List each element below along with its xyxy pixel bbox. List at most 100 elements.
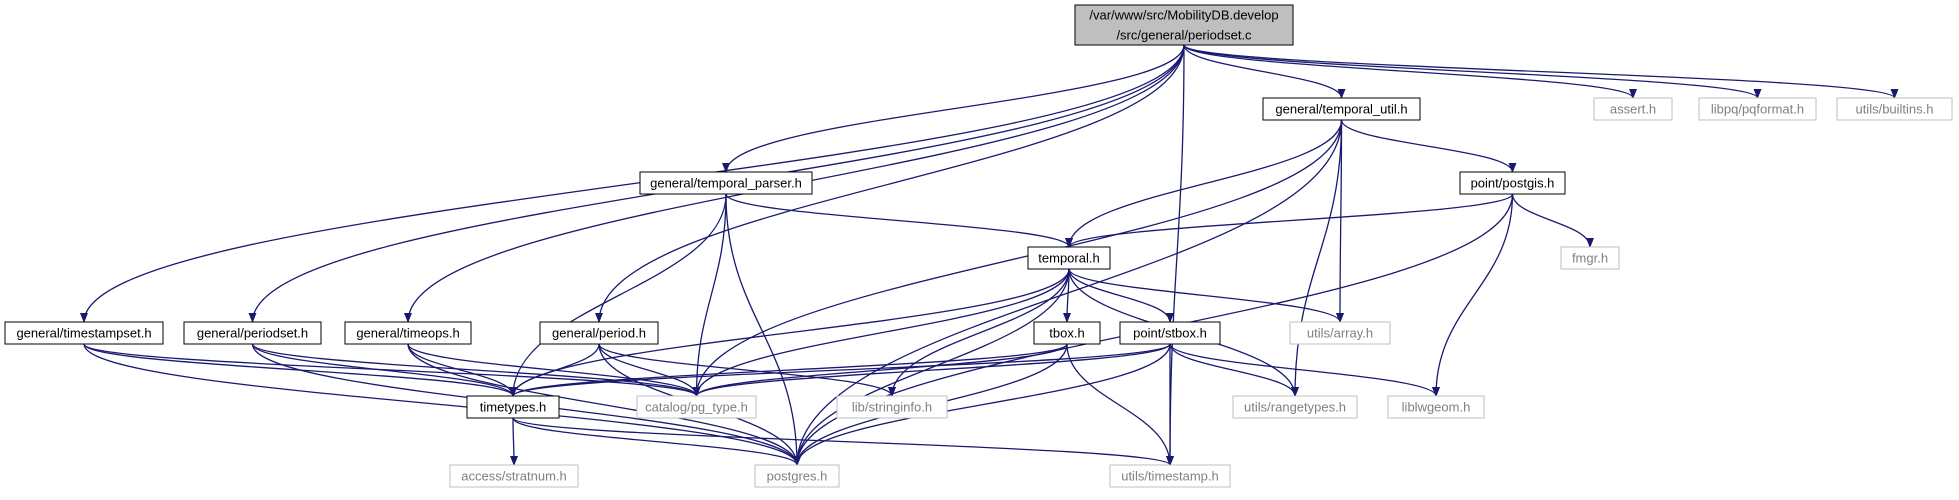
edge-timestampset-to-pg_type: [83, 343, 701, 397]
edge-timeops-to-postgres: [407, 343, 801, 466]
node-timestamp-box: [1109, 464, 1231, 488]
node-timeops[interactable]: general/timeops.h: [344, 321, 472, 345]
edges-layer: [80, 44, 1899, 466]
edge-temporal_util-to-postgis: [1340, 119, 1517, 173]
node-stratnum[interactable]: access/stratnum.h: [449, 464, 579, 488]
edge-root-to-timestamp: [1166, 44, 1185, 466]
node-temporal_util-label: general/temporal_util.h: [1275, 102, 1407, 117]
node-temporal_util-box: [1262, 97, 1421, 121]
edge-stbox-to-postgres: [793, 343, 1171, 466]
node-stbox[interactable]: point/stbox.h: [1119, 321, 1221, 345]
node-liblwgeom[interactable]: liblwgeom.h: [1387, 395, 1485, 419]
node-array-label: utils/array.h: [1307, 326, 1373, 341]
edge-stbox-to-timetypes: [509, 343, 1171, 397]
node-rangetypes-box: [1232, 395, 1358, 419]
edge-stbox-to-liblwgeom: [1169, 343, 1440, 397]
edge-root-to-pqformat: [1183, 44, 1762, 99]
node-temporal[interactable]: temporal.h: [1027, 246, 1111, 270]
node-temporal_parser[interactable]: general/temporal_parser.h: [639, 171, 813, 195]
edge-temporal-to-stringinfo: [888, 268, 1070, 397]
node-periodset-label: general/periodset.h: [197, 326, 308, 341]
node-tbox[interactable]: tbox.h: [1033, 321, 1101, 345]
edge-temporal_util-to-temporal: [1065, 119, 1343, 248]
node-root-box: [1074, 4, 1294, 46]
edge-postgis-to-liblwgeom: [1432, 193, 1514, 397]
edge-temporal-to-pg_type: [692, 268, 1070, 397]
node-postgis[interactable]: point/postgis.h: [1459, 171, 1566, 195]
node-postgis-label: point/postgis.h: [1471, 176, 1555, 191]
node-pqformat-box: [1698, 97, 1817, 121]
node-rangetypes[interactable]: utils/rangetypes.h: [1232, 395, 1358, 419]
edge-tbox-to-pg_type: [692, 343, 1068, 397]
edge-periodset-to-timetypes: [251, 343, 517, 397]
node-stringinfo[interactable]: lib/stringinfo.h: [836, 395, 948, 419]
node-liblwgeom-box: [1387, 395, 1485, 419]
edge-temporal-to-stbox: [1068, 268, 1174, 323]
node-stringinfo-box: [836, 395, 948, 419]
node-stratnum-box: [449, 464, 579, 488]
node-pg_type-label: catalog/pg_type.h: [645, 400, 748, 415]
edge-root-to-assert: [1183, 44, 1637, 99]
node-timeops-label: general/timeops.h: [356, 326, 459, 341]
node-tbox-label: tbox.h: [1049, 326, 1084, 341]
edge-root-to-period: [595, 44, 1185, 323]
node-temporal_parser-label: general/temporal_parser.h: [650, 176, 802, 191]
node-pqformat[interactable]: libpq/pqformat.h: [1698, 97, 1817, 121]
node-tbox-box: [1033, 321, 1101, 345]
edge-stbox-to-pg_type: [692, 343, 1171, 397]
node-temporal-label: temporal.h: [1038, 251, 1099, 266]
edge-root-to-timestampset: [80, 44, 1185, 323]
node-builtins[interactable]: utils/builtins.h: [1836, 97, 1953, 121]
node-root-label: /src/general/periodset.c: [1116, 28, 1252, 43]
edge-temporal-to-postgres: [793, 268, 1070, 466]
edge-postgis-to-temporal: [1065, 193, 1514, 248]
node-pqformat-label: libpq/pqformat.h: [1711, 102, 1804, 117]
edge-stbox-to-rangetypes: [1169, 343, 1299, 397]
node-period-label: general/period.h: [552, 326, 646, 341]
node-timestampset-box: [4, 321, 164, 345]
node-pg_type[interactable]: catalog/pg_type.h: [636, 395, 757, 419]
node-rangetypes-label: utils/rangetypes.h: [1244, 400, 1346, 415]
node-assert-label: assert.h: [1610, 102, 1656, 117]
edge-timetypes-to-postgres: [512, 417, 801, 466]
node-pg_type-box: [636, 395, 757, 419]
node-timeops-box: [344, 321, 472, 345]
edge-root-to-temporal_parser: [722, 44, 1185, 173]
node-postgres-box: [754, 464, 840, 488]
node-postgres-label: postgres.h: [767, 469, 828, 484]
edge-timeops-to-pg_type: [407, 343, 701, 397]
edge-timeops-to-timetypes: [407, 343, 517, 397]
edge-tbox-to-timetypes: [509, 343, 1068, 397]
node-timetypes-box: [466, 395, 560, 419]
node-timestamp[interactable]: utils/timestamp.h: [1109, 464, 1231, 488]
node-array[interactable]: utils/array.h: [1289, 321, 1391, 345]
node-root[interactable]: /var/www/src/MobilityDB.develop/src/gene…: [1074, 4, 1294, 46]
edge-temporal_parser-to-temporal: [725, 193, 1073, 248]
node-array-box: [1289, 321, 1391, 345]
node-timetypes[interactable]: timetypes.h: [466, 395, 560, 419]
node-stringinfo-label: lib/stringinfo.h: [852, 400, 932, 415]
node-fmgr[interactable]: fmgr.h: [1560, 246, 1620, 270]
node-assert[interactable]: assert.h: [1593, 97, 1673, 121]
node-timestampset-label: general/timestampset.h: [16, 326, 151, 341]
node-stbox-label: point/stbox.h: [1133, 326, 1207, 341]
node-builtins-label: utils/builtins.h: [1855, 102, 1933, 117]
node-postgis-box: [1459, 171, 1566, 195]
edge-postgis-to-fmgr: [1511, 193, 1594, 248]
node-fmgr-box: [1560, 246, 1620, 270]
node-postgres[interactable]: postgres.h: [754, 464, 840, 488]
node-periodset[interactable]: general/periodset.h: [183, 321, 322, 345]
node-period[interactable]: general/period.h: [539, 321, 659, 345]
edge-timestampset-to-postgres: [83, 343, 801, 466]
edge-temporal-to-array: [1068, 268, 1344, 323]
node-stbox-box: [1119, 321, 1221, 345]
nodes-layer: /var/www/src/MobilityDB.develop/src/gene…: [4, 4, 1953, 488]
node-assert-box: [1593, 97, 1673, 121]
edge-temporal_util-to-rangetypes: [1291, 119, 1343, 397]
edge-temporal_util-to-pg_type: [692, 119, 1343, 397]
node-period-box: [539, 321, 659, 345]
node-temporal_util[interactable]: general/temporal_util.h: [1262, 97, 1421, 121]
edge-timetypes-to-timestamp: [512, 417, 1174, 466]
node-timetypes-label: timetypes.h: [480, 400, 546, 415]
node-timestampset[interactable]: general/timestampset.h: [4, 321, 164, 345]
